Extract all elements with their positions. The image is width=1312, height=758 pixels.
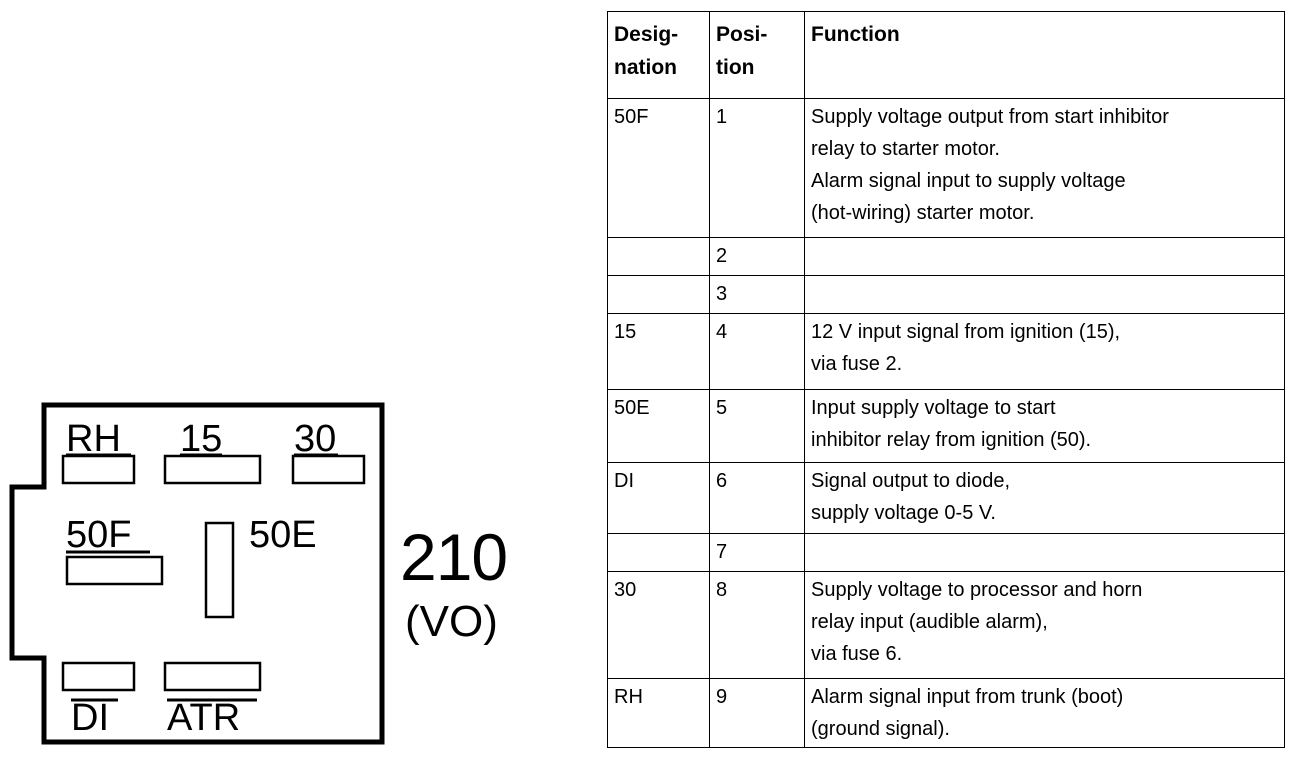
pin-label-rh: RH [66, 418, 121, 460]
pin-label-15: 15 [180, 418, 222, 460]
cell-position: 8 [709, 571, 805, 679]
cell-position: 6 [709, 462, 805, 534]
cell-function: Supply voltage to processor and horn rel… [804, 571, 1285, 679]
cell-designation: 50F [607, 98, 710, 238]
cell-function: Alarm signal input from trunk (boot) (gr… [804, 678, 1285, 748]
cell-position: 9 [709, 678, 805, 748]
cell-position: 5 [709, 389, 805, 463]
cell-function: Input supply voltage to start inhibitor … [804, 389, 1285, 463]
cell-designation [607, 237, 710, 276]
table-row: 3 [607, 275, 1285, 314]
cell-position: 1 [709, 98, 805, 238]
cell-designation: 50E [607, 389, 710, 463]
cell-designation [607, 275, 710, 314]
connector-diagram: RH 15 30 50F 50E DI ATR [9, 402, 385, 745]
pin-label-30: 30 [294, 418, 336, 460]
cell-function: 12 V input signal from ignition (15), vi… [804, 313, 1285, 390]
cavity-di [61, 661, 136, 692]
cell-designation: 15 [607, 313, 710, 390]
table-row: DI 6 Signal output to diode, supply volt… [607, 462, 1285, 534]
cell-designation: 30 [607, 571, 710, 679]
cell-function: Supply voltage output from start inhibit… [804, 98, 1285, 238]
cell-function: Signal output to diode, supply voltage 0… [804, 462, 1285, 534]
connector-housing [9, 402, 385, 745]
cell-designation: RH [607, 678, 710, 748]
pin-label-50f: 50F [66, 514, 131, 556]
pin-label-50e: 50E [249, 514, 317, 556]
pin-label-atr: ATR [167, 697, 240, 739]
pin-label-di: DI [71, 697, 109, 739]
table-row: 2 [607, 237, 1285, 276]
connector-code: 210 [400, 520, 508, 594]
table-row: RH 9 Alarm signal input from trunk (boot… [607, 678, 1285, 748]
cell-designation [607, 533, 710, 572]
cavity-rh [61, 454, 136, 485]
cell-position: 2 [709, 237, 805, 276]
header-function: Function [804, 11, 1285, 99]
cavity-atr [163, 661, 262, 692]
table-row: 30 8 Supply voltage to processor and hor… [607, 571, 1285, 679]
pin-table: Desig- nation Posi- tion Function 50F 1 … [607, 11, 1285, 748]
table-row: 50F 1 Supply voltage output from start i… [607, 98, 1285, 238]
table-header-row: Desig- nation Posi- tion Function [607, 11, 1285, 99]
cell-function [804, 533, 1285, 572]
cell-position: 4 [709, 313, 805, 390]
cavity-50f [65, 555, 164, 586]
cell-function [804, 237, 1285, 276]
cell-position: 3 [709, 275, 805, 314]
header-position: Posi- tion [709, 11, 805, 99]
cell-designation: DI [607, 462, 710, 534]
cavity-15 [163, 454, 262, 485]
cavity-50e [204, 521, 235, 619]
table-row: 50E 5 Input supply voltage to start inhi… [607, 389, 1285, 463]
connector-code-suffix: (VO) [405, 597, 498, 646]
table-row: 7 [607, 533, 1285, 572]
header-designation: Desig- nation [607, 11, 710, 99]
cell-position: 7 [709, 533, 805, 572]
cell-function [804, 275, 1285, 314]
cavity-30 [291, 454, 366, 485]
table-row: 15 4 12 V input signal from ignition (15… [607, 313, 1285, 390]
